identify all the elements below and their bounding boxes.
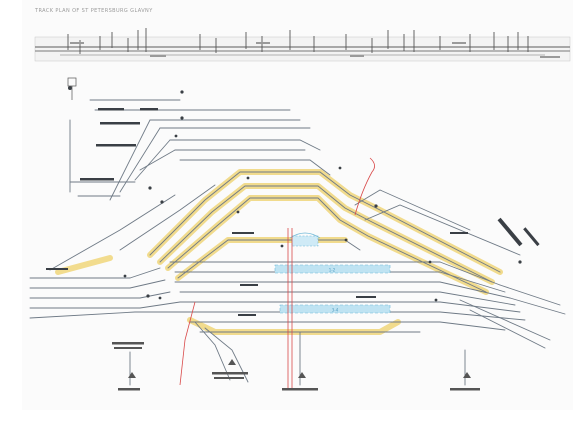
station-building xyxy=(291,235,319,247)
station-canopy xyxy=(289,232,321,239)
legend-mark xyxy=(67,77,77,100)
drawing-sheet xyxy=(22,0,573,410)
red-routes xyxy=(179,157,375,390)
platform-b xyxy=(279,304,391,314)
page-title: TRACK PLAN OF ST PETERSBURG GLAVNY xyxy=(35,8,153,14)
platform-a xyxy=(274,264,391,274)
signal-marks xyxy=(46,86,540,316)
overview-strip xyxy=(34,28,571,62)
platform-a-label: 1-2 xyxy=(329,268,336,273)
overview-labels xyxy=(70,42,560,58)
overview-strip-background xyxy=(34,36,571,62)
platform-b-label: 3-4 xyxy=(332,308,339,313)
track-network xyxy=(29,99,566,386)
overview-signals xyxy=(67,28,529,54)
connection-labels xyxy=(112,342,480,391)
